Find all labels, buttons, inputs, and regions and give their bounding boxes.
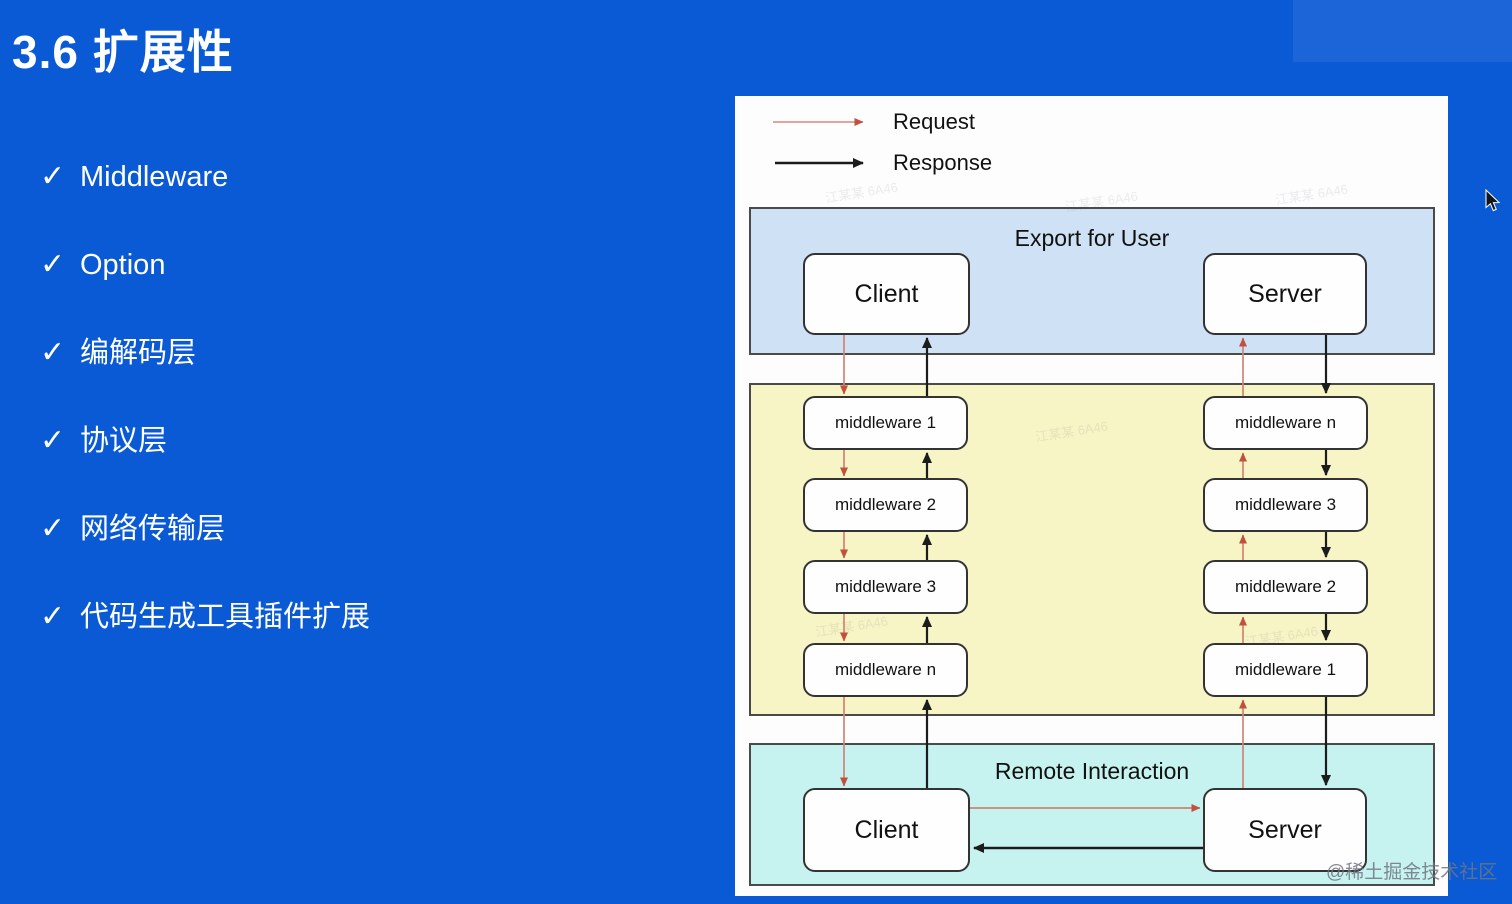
client-node-top: Client — [803, 253, 970, 335]
list-item-label: 网络传输层 — [80, 513, 226, 545]
list-item: ✓ Middleware — [40, 156, 370, 244]
check-icon: ✓ — [40, 248, 66, 281]
feature-checklist: ✓ Middleware ✓ Option ✓ 编解码层 ✓ 协议层 ✓ 网络传… — [40, 156, 370, 684]
list-item-label: Middleware — [80, 161, 229, 193]
site-watermark: @稀土掘金技术社区 — [1326, 862, 1498, 883]
list-item: ✓ 编解码层 — [40, 332, 370, 420]
faint-watermark: 江某某 6A46 — [824, 179, 899, 206]
client-node-bottom: Client — [803, 788, 970, 872]
top-right-highlight — [1293, 0, 1512, 62]
middleware-node: middleware 3 — [803, 560, 968, 614]
check-icon: ✓ — [40, 600, 66, 633]
middleware-node: middleware 1 — [803, 396, 968, 450]
server-node-top: Server — [1203, 253, 1367, 335]
list-item: ✓ 代码生成工具插件扩展 — [40, 596, 370, 684]
list-item-label: Option — [80, 249, 166, 281]
list-item-label: 代码生成工具插件扩展 — [80, 601, 371, 633]
middleware-node: middleware 1 — [1203, 643, 1368, 697]
check-icon: ✓ — [40, 512, 66, 545]
legend-response-label: Response — [893, 150, 993, 175]
list-item: ✓ Option — [40, 244, 370, 332]
architecture-diagram: Request Response Export for User Remote … — [735, 96, 1448, 896]
middleware-node: middleware 3 — [1203, 478, 1368, 532]
remote-panel-title: Remote Interaction — [994, 758, 1190, 784]
check-icon: ✓ — [40, 160, 66, 193]
export-panel-title: Export for User — [1014, 225, 1170, 251]
server-node-bottom: Server — [1203, 788, 1367, 872]
middleware-node: middleware n — [803, 643, 968, 697]
faint-watermark: 江某某 6A46 — [1274, 181, 1349, 208]
middleware-node: middleware 2 — [803, 478, 968, 532]
list-item: ✓ 协议层 — [40, 420, 370, 508]
list-item-label: 协议层 — [80, 425, 168, 457]
mouse-cursor-icon — [1485, 189, 1501, 212]
list-item-label: 编解码层 — [80, 337, 197, 369]
check-icon: ✓ — [40, 336, 66, 369]
legend-request-label: Request — [893, 109, 975, 134]
middleware-node: middleware n — [1203, 396, 1368, 450]
list-item: ✓ 网络传输层 — [40, 508, 370, 596]
middleware-node: middleware 2 — [1203, 560, 1368, 614]
page-title: 3.6 扩展性 — [12, 26, 234, 78]
check-icon: ✓ — [40, 424, 66, 457]
